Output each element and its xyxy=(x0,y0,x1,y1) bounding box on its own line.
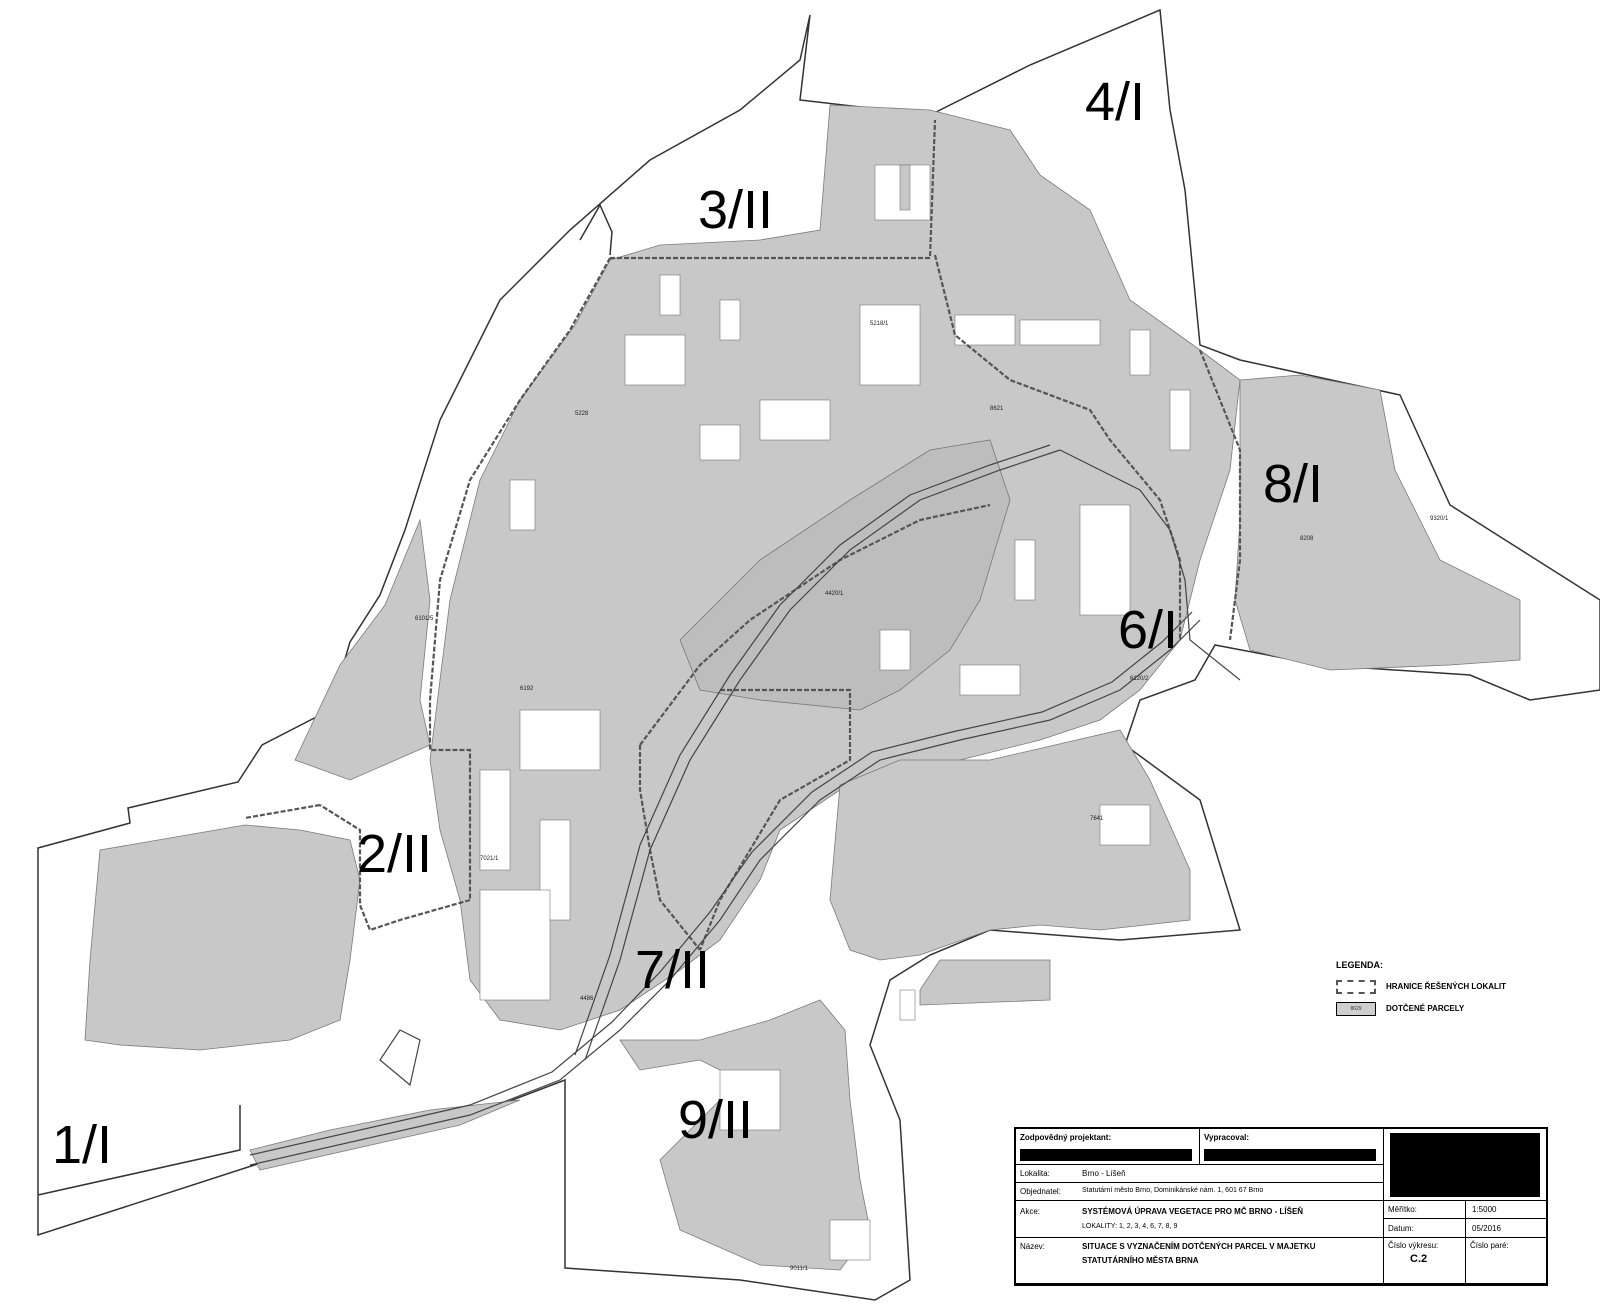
client-value: Statutární město Brno, Dominikánské nám.… xyxy=(1082,1187,1264,1194)
redacted-designer xyxy=(1020,1149,1192,1161)
zone-label-4-i: 4/I xyxy=(1085,72,1145,132)
zone-label-6-i: 6/I xyxy=(1118,600,1178,660)
parcel-number: 5228 xyxy=(575,411,589,417)
parcel-number-labels: 4420/1 5218/1 6120/2 9320/1 8208 7641 61… xyxy=(415,321,1449,1272)
drawn-by-label: Vypracoval: xyxy=(1204,1133,1250,1142)
building-footprints xyxy=(479,164,1191,1261)
road-corridor xyxy=(249,444,1241,1166)
scale-value: 1:5000 xyxy=(1472,1205,1497,1214)
locality-label: Lokalita: xyxy=(1020,1169,1050,1178)
zone-label-7-ii: 7/II xyxy=(635,940,710,1000)
parcel-number: 6101/5 xyxy=(415,616,434,622)
parcel-number: 7021/1 xyxy=(480,856,499,862)
redacted-logo xyxy=(1390,1133,1540,1197)
parcel-number: 8621 xyxy=(990,406,1004,412)
zone-label-9-ii: 9/II xyxy=(678,1090,753,1150)
scale-label: Měřítko: xyxy=(1388,1205,1417,1214)
parcel-number: 6120/2 xyxy=(1130,676,1149,682)
legend-swatch-parcels: 8629 xyxy=(1336,1002,1376,1016)
parcel-number: 9320/1 xyxy=(1430,516,1449,522)
date-value: 05/2016 xyxy=(1472,1224,1501,1233)
parcel-number: 4420/1 xyxy=(825,591,844,597)
copy-number-label: Číslo paré: xyxy=(1470,1241,1509,1250)
zone-label-2-ii: 2/II xyxy=(357,824,432,884)
name-value-line-1: SITUACE S VYZNAČENÍM DOTČENÝCH PARCEL V … xyxy=(1082,1242,1316,1251)
legend-title: LEGENDA: xyxy=(1336,960,1383,970)
legend-item-boundary: HRANICE ŘEŠENÝCH LOKALIT xyxy=(1336,980,1536,996)
zone-label-1-i: 1/I xyxy=(52,1115,112,1175)
parcel-number: 8208 xyxy=(1300,536,1314,542)
zone-labels: 1/I 2/II 3/II 4/I 6/I 7/II 8/I 9/II xyxy=(52,72,1323,1175)
central-park-parcel xyxy=(679,439,1011,711)
parcel-number: 7641 xyxy=(1090,816,1104,822)
drawing-number-label: Číslo výkresu: xyxy=(1388,1241,1439,1250)
name-label: Název: xyxy=(1020,1242,1045,1251)
parcel-number: 5218/1 xyxy=(870,321,889,327)
parcel-number: 4486 xyxy=(580,996,594,1002)
legend-label-boundary: HRANICE ŘEŠENÝCH LOKALIT xyxy=(1386,982,1507,991)
designer-label: Zodpovědný projektant: xyxy=(1020,1133,1112,1142)
legend-swatch-boundary xyxy=(1336,980,1376,994)
parcel-number: 9011/1 xyxy=(790,1266,809,1272)
drawing-number-value: C.2 xyxy=(1410,1253,1428,1265)
outer-outline xyxy=(37,8,1600,1301)
legend-item-parcels: 8629 DOTČENÉ PARCELY xyxy=(1336,1002,1536,1018)
localities-value: LOKALITY: 1, 2, 3, 4, 6, 7, 8, 9 xyxy=(1082,1223,1178,1230)
date-label: Datum: xyxy=(1388,1224,1414,1233)
name-value-line-2: STATUTÁRNÍHO MĚSTA BRNA xyxy=(1082,1256,1199,1265)
parcel-number: 6192 xyxy=(520,686,534,692)
title-block: Zodpovědný projektant: Vypracoval: Lokal… xyxy=(1014,1127,1548,1286)
action-label: Akce: xyxy=(1020,1207,1041,1216)
action-value: SYSTÉMOVÁ ÚPRAVA VEGETACE PRO MČ BRNO - … xyxy=(1082,1207,1304,1216)
zone-label-3-ii: 3/II xyxy=(698,180,773,240)
legend-label-parcels: DOTČENÉ PARCELY xyxy=(1386,1004,1465,1013)
zone-label-8-i: 8/I xyxy=(1263,454,1323,514)
redacted-drawn-by xyxy=(1204,1149,1376,1161)
client-label: Objednatel: xyxy=(1020,1187,1061,1196)
locality-value: Brno - Líšeň xyxy=(1082,1169,1126,1178)
